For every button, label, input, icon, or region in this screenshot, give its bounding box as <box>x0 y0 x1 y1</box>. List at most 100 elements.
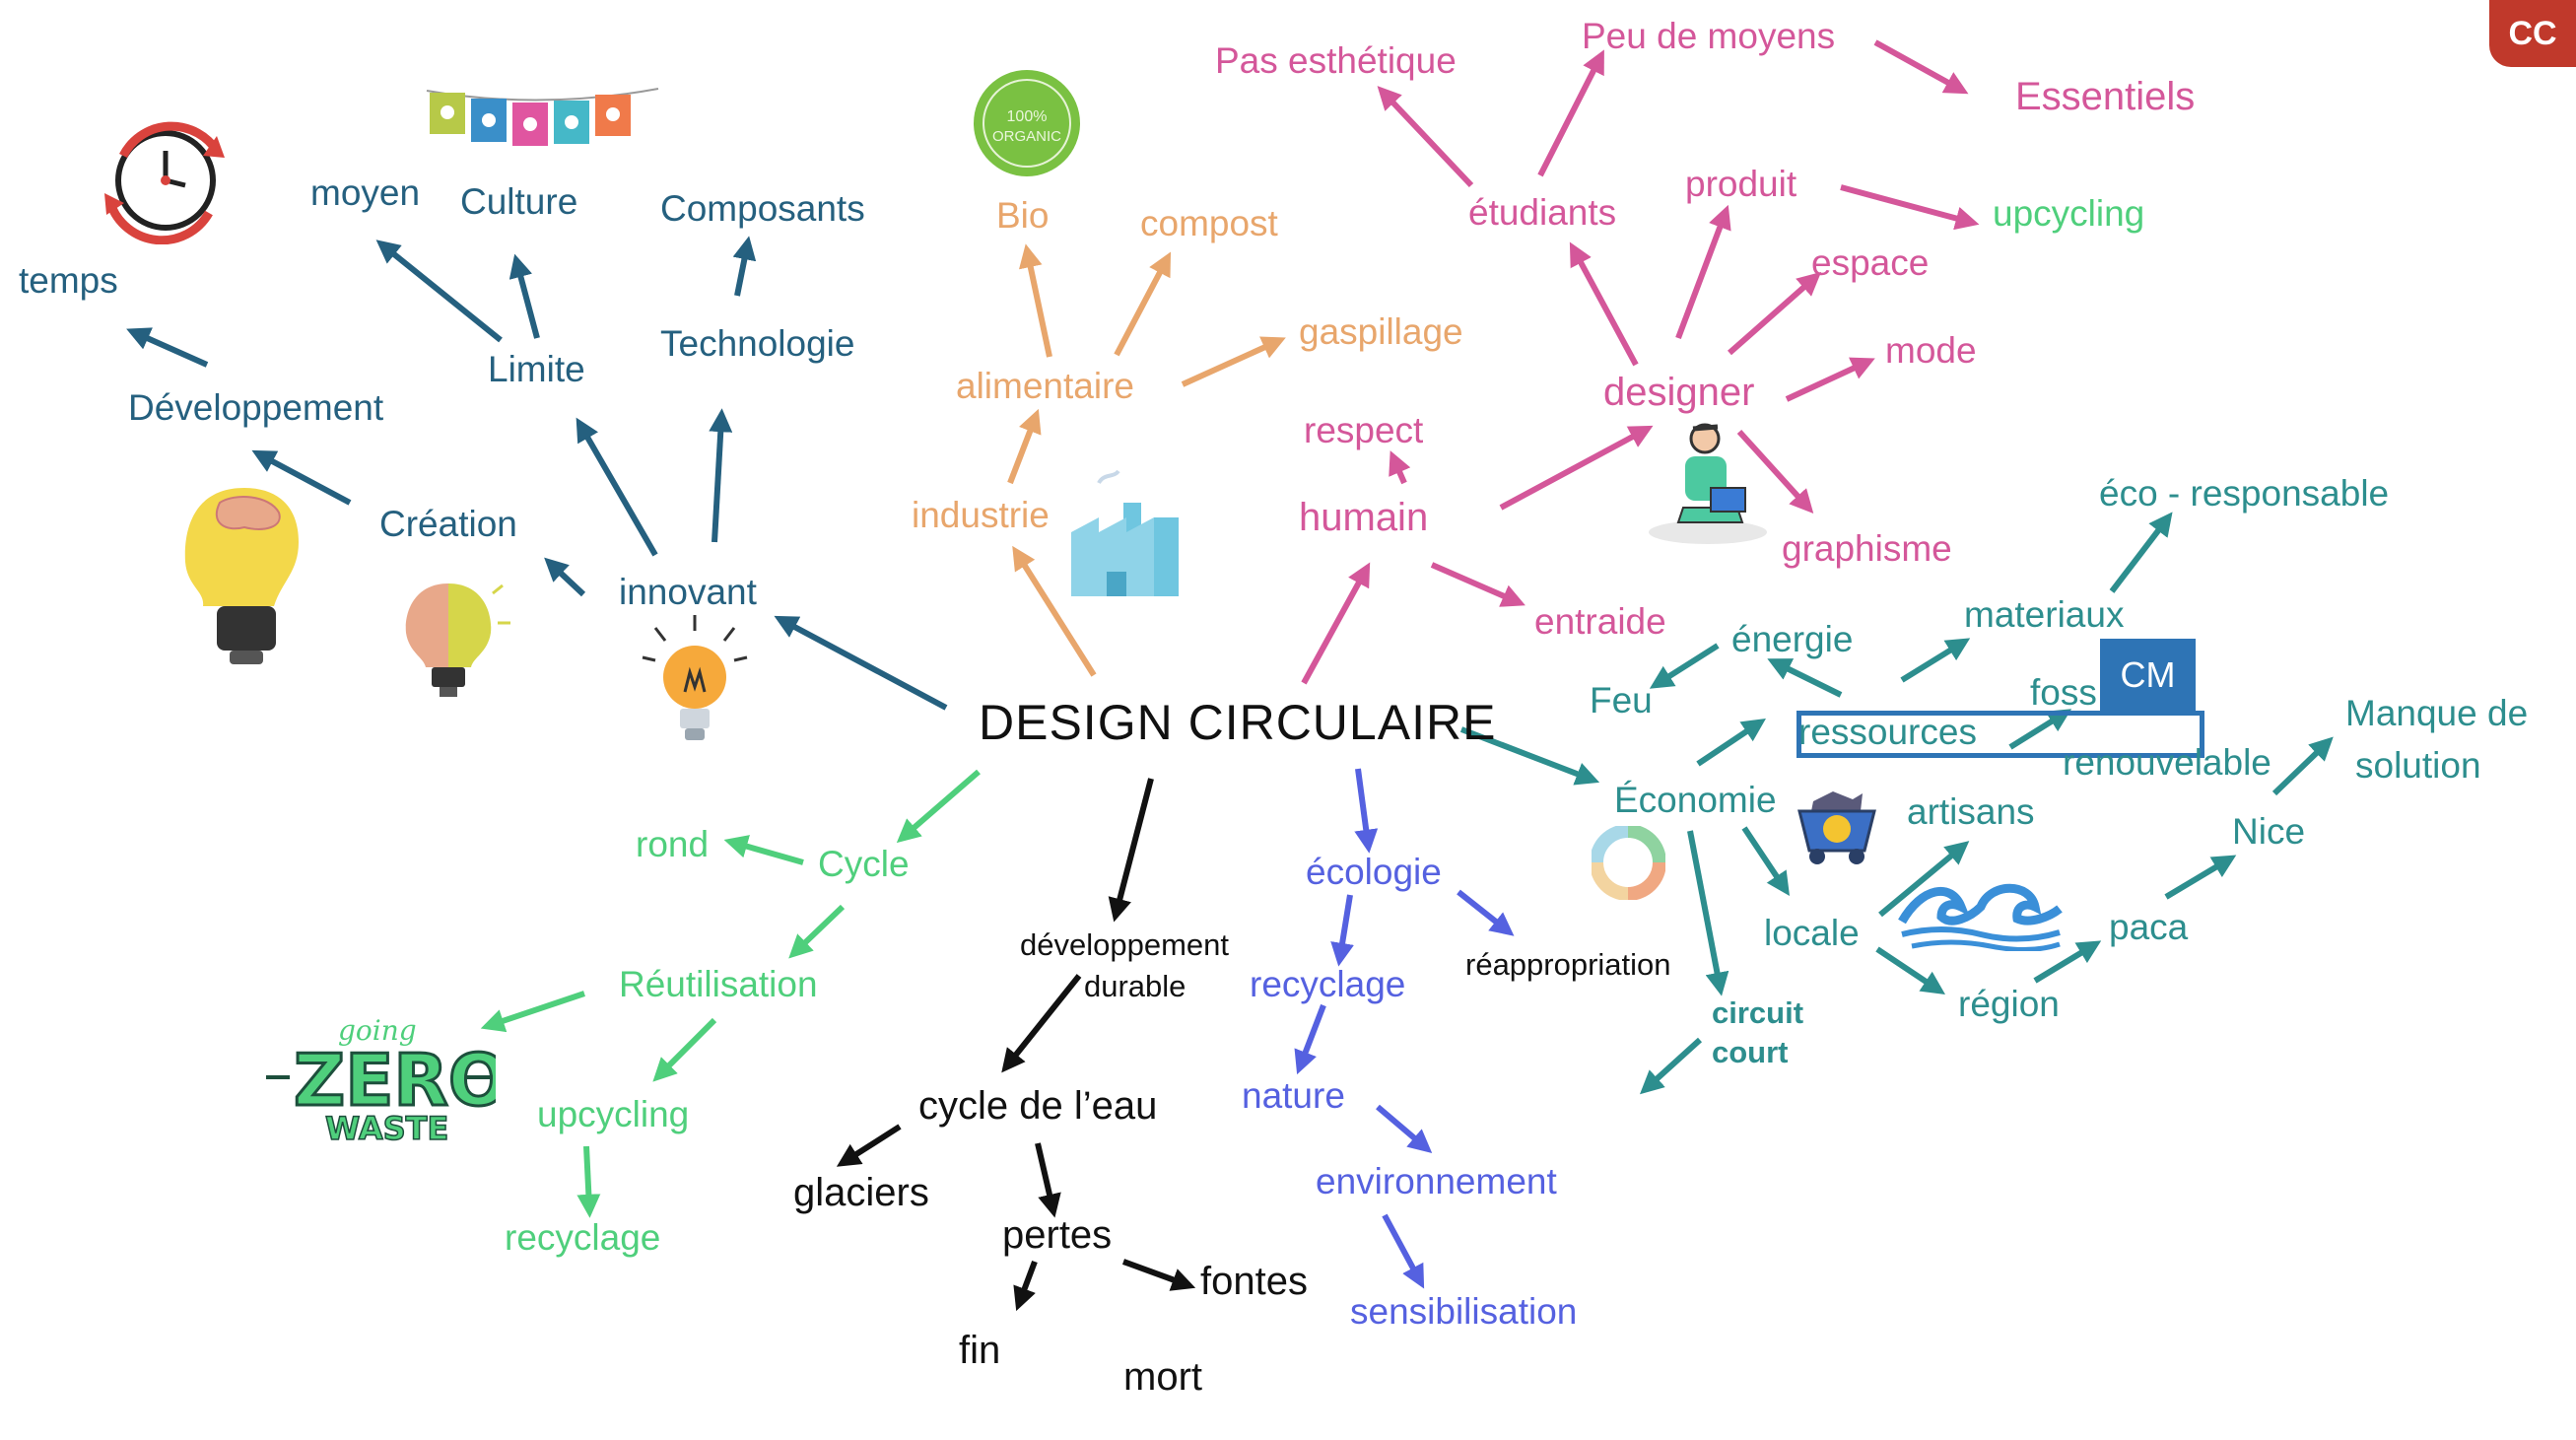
node-recyclage-cycle[interactable]: recyclage <box>505 1217 661 1258</box>
arrow-technologie-composants <box>732 236 757 297</box>
bunting-flags-icon <box>426 88 659 146</box>
alarm-clock-icon <box>104 121 225 244</box>
node-developpement-durable-line2[interactable]: durable <box>1084 969 1186 1003</box>
arrow-materiaux-eco-responsable <box>2109 512 2173 593</box>
node-respect[interactable]: respect <box>1304 410 1424 450</box>
node-cycle[interactable]: Cycle <box>818 844 910 884</box>
node-temps[interactable]: temps <box>19 260 118 301</box>
arrow-ressources-energie <box>1767 658 1843 698</box>
arrow-reutilisation-zero-waste <box>480 991 585 1033</box>
node-region[interactable]: région <box>1958 984 2060 1024</box>
node-glaciers[interactable]: glaciers <box>793 1171 929 1214</box>
arrow-locale-artisans <box>1878 841 1970 918</box>
node-fin[interactable]: fin <box>959 1329 1001 1372</box>
lightbulb-icon <box>642 615 748 740</box>
node-industrie[interactable]: industrie <box>912 495 1050 535</box>
node-nice[interactable]: Nice <box>2232 811 2306 852</box>
node-moyen[interactable]: moyen <box>310 172 421 213</box>
node-circuit-court-line2[interactable]: court <box>1712 1035 1789 1069</box>
node-pas-esthetique[interactable]: Pas esthétique <box>1215 40 1457 81</box>
node-rond[interactable]: rond <box>636 824 710 864</box>
node-mort[interactable]: mort <box>1123 1355 1202 1399</box>
node-locale[interactable]: locale <box>1764 913 1860 953</box>
node-manque-de-solution-line1[interactable]: Manque de <box>2345 693 2529 733</box>
arrow-center-innovant <box>774 615 948 711</box>
node-produit[interactable]: produit <box>1685 164 1797 204</box>
node-gaspillage[interactable]: gaspillage <box>1299 311 1463 352</box>
node-nature[interactable]: nature <box>1242 1075 1345 1116</box>
arrow-pertes-fin <box>1013 1260 1038 1312</box>
node-feu[interactable]: Feu <box>1590 680 1653 720</box>
node-alimentaire[interactable]: alimentaire <box>956 366 1134 406</box>
zero-waste-top-text: going <box>338 1014 417 1047</box>
arrow-humain-designer <box>1499 425 1654 511</box>
node-recyclage-ecologie[interactable]: recyclage <box>1250 964 1406 1004</box>
node-eco-responsable[interactable]: éco - responsable <box>2099 473 2390 514</box>
node-cycle-de-leau[interactable]: cycle de l’eau <box>918 1084 1158 1128</box>
node-compost[interactable]: compost <box>1140 203 1278 243</box>
node-pertes[interactable]: pertes <box>1002 1213 1113 1257</box>
arrow-humain-entraide <box>1430 562 1525 607</box>
node-fossile[interactable]: foss <box>2030 672 2097 713</box>
node-paca[interactable]: paca <box>2109 907 2189 947</box>
arrow-economie-circuit-court <box>1687 830 1729 996</box>
node-materiaux[interactable]: materiaux <box>1964 594 2125 635</box>
node-limite[interactable]: Limite <box>488 349 585 389</box>
node-artisans[interactable]: artisans <box>1907 791 2035 832</box>
node-sensibilisation[interactable]: sensibilisation <box>1350 1291 1578 1332</box>
arrow-alimentaire-bio <box>1018 243 1052 358</box>
arrow-designer-etudiants <box>1569 241 1639 367</box>
head-lightbulb-icon <box>184 488 299 664</box>
arrow-developpement-temps <box>126 327 209 368</box>
node-upcycling-humain[interactable]: upcycling <box>1993 193 2145 234</box>
node-reutilisation[interactable]: Réutilisation <box>619 964 818 1004</box>
node-creation[interactable]: Création <box>379 504 517 544</box>
node-etudiants[interactable]: étudiants <box>1468 192 1617 233</box>
node-peu-de-moyens[interactable]: Peu de moyens <box>1582 16 1836 56</box>
node-innovant[interactable]: innovant <box>619 572 757 612</box>
node-bio[interactable]: Bio <box>996 195 1050 236</box>
node-ressources[interactable]: ressources <box>1798 712 1977 752</box>
organic-badge-line1: 100% <box>1007 108 1048 125</box>
arrow-upcycling-recyclage <box>576 1145 601 1218</box>
arrow-cycle-eau-glaciers <box>836 1124 902 1167</box>
node-fontes[interactable]: fontes <box>1200 1260 1308 1303</box>
node-designer[interactable]: designer <box>1603 371 1755 414</box>
organic-badge-icon: 100% ORGANIC <box>974 70 1080 176</box>
arrow-nice-manque <box>2271 736 2334 796</box>
node-developpement[interactable]: Développement <box>128 387 384 428</box>
node-ecologie[interactable]: écologie <box>1306 852 1442 892</box>
arrow-paca-nice <box>2164 855 2237 900</box>
ressources-selection-box[interactable] <box>1796 711 2204 758</box>
node-technologie[interactable]: Technologie <box>660 323 855 364</box>
node-graphisme[interactable]: graphisme <box>1782 528 1952 569</box>
node-renouvelable[interactable]: renouvelable <box>2063 742 2271 783</box>
node-upcycling-cycle[interactable]: upcycling <box>537 1094 690 1134</box>
node-energie[interactable]: énergie <box>1731 619 1854 659</box>
arrow-circuit-court-out <box>1639 1037 1703 1095</box>
node-essentiels[interactable]: Essentiels <box>2015 75 2196 118</box>
arrow-designer-graphisme <box>1736 429 1814 514</box>
zero-waste-logo: going ZERO WASTE <box>266 1014 496 1146</box>
node-developpement-durable-line1[interactable]: développement <box>1020 927 1229 962</box>
node-culture[interactable]: Culture <box>460 181 578 222</box>
node-economie[interactable]: Économie <box>1614 780 1777 820</box>
arrow-cycle-eau-pertes <box>1035 1142 1061 1218</box>
arrow-center-ecologie <box>1354 768 1379 854</box>
center-title[interactable]: DESIGN CIRCULAIRE <box>979 695 1497 750</box>
node-espace[interactable]: espace <box>1811 242 1930 283</box>
user-avatar-badge[interactable]: CC <box>2489 0 2576 67</box>
node-humain[interactable]: humain <box>1299 496 1429 539</box>
node-manque-de-solution-line2[interactable]: solution <box>2355 745 2481 786</box>
arrow-cycle-rond <box>723 835 804 865</box>
node-composants[interactable]: Composants <box>660 188 865 229</box>
node-entraide[interactable]: entraide <box>1534 601 1666 642</box>
node-circuit-court-line1[interactable]: circuit <box>1712 995 1804 1030</box>
node-reappropriation[interactable]: réappropriation <box>1465 947 1671 982</box>
node-mode[interactable]: mode <box>1885 330 1977 371</box>
arrow-designer-espace <box>1728 271 1822 356</box>
arrow-ecologie-reappropriation <box>1457 889 1515 936</box>
node-environnement[interactable]: environnement <box>1316 1161 1557 1201</box>
